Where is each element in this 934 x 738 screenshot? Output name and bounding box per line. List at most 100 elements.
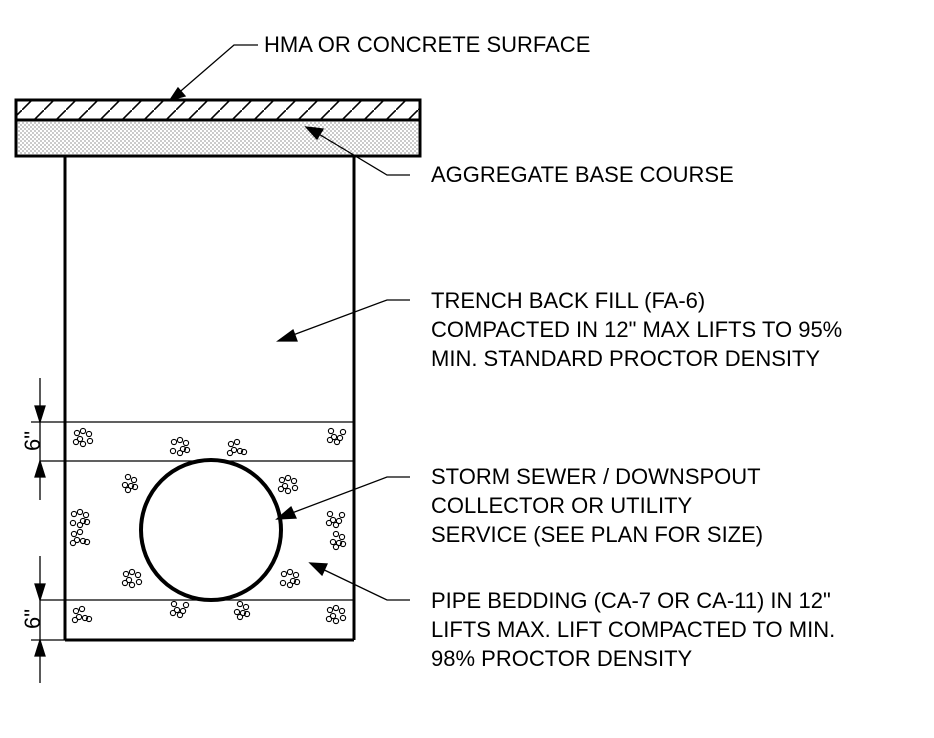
aggregate-stone [332, 530, 340, 538]
aggregate-stone [333, 438, 341, 446]
aggregate-stone [182, 439, 190, 447]
aggregate-stone [292, 571, 300, 579]
aggregate-stone [73, 429, 81, 437]
label-pipe-line-3: SERVICE (SEE PLAN FOR SIZE) [431, 522, 764, 547]
aggregate-stone [124, 473, 132, 481]
aggregate-stone [85, 430, 93, 438]
aggregate-stone [76, 521, 84, 529]
aggregate-stone [128, 581, 136, 589]
aggregate-stone [233, 438, 241, 446]
aggregate-stone [76, 508, 84, 516]
aggregate-stone [233, 608, 241, 616]
aggregate-stone [131, 483, 139, 491]
label-pipe-line-1: STORM SEWER / DOWNSPOUT [431, 464, 761, 489]
aggregate-stone [332, 521, 340, 529]
aggregate-stone [335, 539, 343, 547]
aggregate-stone [279, 579, 287, 587]
aggregate-stone [243, 610, 251, 618]
aggregate-stone [284, 474, 292, 482]
aggregate-stone [85, 615, 93, 623]
aggregate-stone [81, 614, 89, 622]
aggregate-stone [72, 607, 80, 615]
aggregate-stone [326, 510, 334, 518]
aggregate-stone [330, 433, 338, 441]
aggregate-stone [169, 447, 177, 455]
aggregate-stone [128, 568, 136, 576]
aggregate-stone [183, 446, 191, 454]
aggregate-stone [135, 578, 143, 586]
aggregate-stone [332, 617, 340, 625]
aggregate-stone [278, 476, 286, 484]
dimension-label-bottom: 6" [20, 608, 45, 630]
aggregate-stone [70, 510, 78, 518]
aggregate-stone [69, 539, 77, 547]
aggregate-stone [121, 481, 129, 489]
aggregate-stone [280, 570, 288, 578]
aggregate-stone [329, 516, 337, 524]
aggregate-stone [325, 519, 333, 527]
aggregate-stone [291, 484, 299, 492]
aggregate-stone [329, 538, 337, 546]
aggregate-stone [176, 436, 184, 444]
aggregate-stone [179, 607, 187, 615]
aggregate-stone [121, 579, 129, 587]
aggregate-stone [338, 607, 346, 615]
label-bedding-line-3: 98% PROCTOR DENSITY [431, 646, 693, 671]
pipe [139, 458, 283, 602]
aggregate-stone [173, 606, 181, 614]
aggregate-stone [79, 440, 87, 448]
aggregate-stone [70, 530, 78, 538]
aggregate-stone [73, 536, 81, 544]
leader-surface [174, 44, 258, 97]
aggregate-stone [169, 609, 177, 617]
aggregate-stone [332, 543, 340, 551]
aggregate-stone [240, 448, 248, 456]
label-pipe-line-2: COLLECTOR OR UTILITY [431, 493, 693, 518]
label-bedding-line-1: PIPE BEDDING (CA-7 OR CA-11) IN 12" [431, 588, 831, 613]
leader-bedding [315, 565, 410, 601]
dimension-bottom [31, 556, 65, 683]
dimension-label-top: 6" [20, 430, 45, 452]
aggregate-stone [230, 446, 238, 454]
aggregate-stone [226, 449, 234, 457]
dimension-top [31, 378, 65, 500]
aggregate-stone [76, 435, 84, 443]
aggregate-stone [170, 600, 178, 608]
aggregate-stone [170, 438, 178, 446]
aggregate-stone [179, 445, 187, 453]
aggregate-stone [75, 613, 83, 621]
aggregate-stone [130, 476, 138, 484]
aggregate-stone [125, 576, 133, 584]
aggregate-stone [83, 538, 91, 546]
aggregate-stone [79, 517, 87, 525]
aggregate-stone [76, 528, 84, 536]
aggregate-stone [286, 581, 294, 589]
aggregate-stone [339, 428, 347, 436]
bedding-aggregate [69, 427, 347, 625]
aggregate-stone [339, 540, 347, 548]
aggregate-stone [290, 477, 298, 485]
aggregate-stone [281, 482, 289, 490]
leader-backfill [284, 299, 410, 339]
aggregate-stone [236, 613, 244, 621]
aggregate-stone [86, 437, 94, 445]
aggregate-stone [127, 482, 135, 490]
aggregate-stone [336, 434, 344, 442]
aggregate-stone [332, 604, 340, 612]
aggregate-stone [236, 447, 244, 455]
aggregate-stone [327, 427, 335, 435]
aggregate-stone [72, 438, 80, 446]
aggregate-stone [277, 485, 285, 493]
aggregate-stone [338, 511, 346, 519]
aggregate-stone [71, 616, 79, 624]
label-bedding-line-2: LIFTS MAX. LIFT COMPACTED TO MIN. [431, 617, 836, 642]
aggregate-stone [242, 603, 250, 611]
aggregate-stone [182, 601, 190, 609]
aggregate-stone [124, 486, 132, 494]
aggregate-stone [79, 537, 87, 545]
label-aggregate-base: AGGREGATE BASE COURSE [431, 162, 734, 187]
aggregate-stone [338, 533, 346, 541]
aggregate-stone [293, 578, 301, 586]
